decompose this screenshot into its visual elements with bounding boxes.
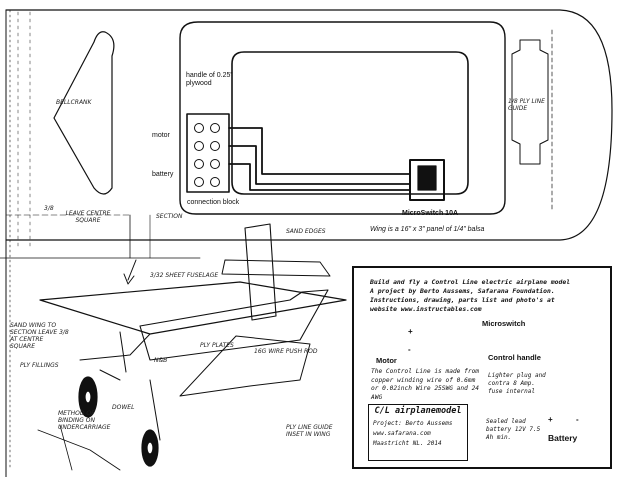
plate-title: C/L airplanemodel — [374, 406, 462, 416]
tail-fin — [244, 223, 277, 321]
binding-note: METHOD OF BINDING ON UNDERCARRIAGE — [58, 410, 111, 431]
handle-outline — [179, 21, 506, 215]
sealed-lead-note: Sealed lead battery 12V 7.5 Ah min. — [486, 418, 541, 441]
line-guide — [511, 39, 549, 165]
info-microswitch-label: Microswitch — [482, 319, 526, 328]
connection-block-label: connection block — [187, 199, 240, 206]
info-motor-label: Motor — [376, 356, 397, 365]
ply-guide-label: 1/8 PLY LINE GUIDE — [508, 98, 545, 112]
plate-place: Maastricht NL. 2014 — [373, 440, 442, 447]
bellcrank-label: BELLCRANK — [56, 99, 92, 106]
battery-label-box: Battery — [548, 433, 578, 443]
handle-label: handle of 0.25" plywood — [186, 72, 233, 87]
nut-label: N&B — [154, 357, 168, 364]
plate-project: Project: Berto Aussems — [373, 420, 453, 427]
bellcrank-plate — [53, 31, 115, 195]
dowel-label: DOWEL — [112, 404, 135, 411]
info-line-4: website www.instructables.com — [370, 305, 482, 313]
info-heading: Build and fly a Control Line electric ai… — [370, 278, 571, 286]
leave-centre-label: LEAVE CENTRE SQUARE — [65, 210, 111, 224]
title-plate: C/L airplanemodel Project: Berto Aussems… — [368, 404, 468, 461]
battery-plus-terminal: + — [548, 415, 553, 424]
sand-edges-label: SAND EDGES — [286, 228, 326, 235]
ply-fillings-label: PLY FILLINGS — [20, 362, 59, 369]
fuselage-sketch — [139, 289, 329, 361]
lighter-plug-note: Lighter plug and contra 8 Amp. fuse inte… — [488, 372, 546, 395]
wing-sketch — [39, 281, 347, 335]
battery-minus-terminal: - — [576, 415, 579, 424]
plus-label: + — [408, 327, 413, 336]
minus-label: - — [408, 345, 411, 354]
motor-label: motor — [152, 132, 170, 139]
info-text: Build and fly a Control Line electric ai… — [370, 278, 600, 314]
microswitch-label: MicroSwitch 10A — [402, 210, 459, 217]
microswitch-body — [409, 159, 445, 201]
stabilizer — [221, 259, 331, 277]
battery-label: battery — [152, 171, 174, 178]
section-label: SECTION — [156, 213, 183, 220]
control-line-note: The Control Line is made from copper win… — [371, 368, 480, 401]
wing-note: Wing is a 16" x 3" panel of 1/4" balsa — [370, 226, 485, 233]
info-line-3: Instructions, drawing, parts list and ph… — [370, 296, 555, 304]
connection-block — [186, 113, 230, 193]
fraction-label: 3/8 — [44, 205, 54, 212]
plate-website: www.safarana.com — [373, 430, 431, 437]
sand-wing-note: SAND WING TO SECTION LEAVE 3/8 AT CENTRE… — [10, 322, 69, 350]
control-handle-label: Control handle — [488, 353, 541, 362]
ply-plates-label: PLY PLATES — [200, 342, 234, 349]
push-rod-label: 16G WIRE PUSH ROD — [254, 348, 318, 355]
sheet-fuselage-label: 3/32 SHEET FUSELAGE — [150, 272, 219, 279]
wing-outline — [5, 9, 613, 241]
line-guide-note: PLY LINE GUIDE INSET IN WING — [286, 424, 333, 438]
info-line-2: A project by Berto Aussems, Safarana Fou… — [370, 287, 555, 295]
